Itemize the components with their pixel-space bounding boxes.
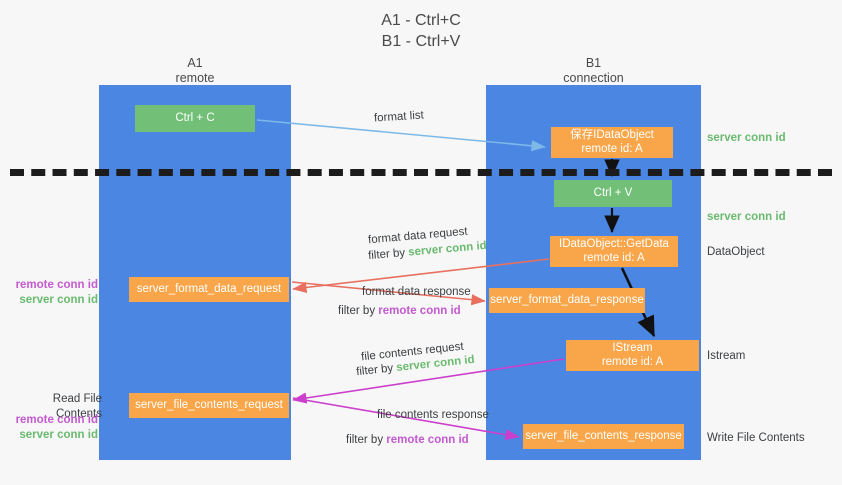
lane-a1-role: remote xyxy=(175,71,215,85)
lane-header-a1: A1 remote xyxy=(99,56,291,86)
node-server-format-data-request[interactable]: server_format_data_request xyxy=(129,277,289,302)
caption-format-data-request-filter-prefix: filter by xyxy=(367,246,409,263)
annotation-server-conn-id-a: server conn id xyxy=(19,294,98,306)
node-ctrl-c[interactable]: Ctrl + C xyxy=(135,105,255,132)
node-idataobject-getdata[interactable]: IDataObject::GetData remote id: A xyxy=(550,236,678,267)
caption-format-list: format list xyxy=(374,108,425,126)
node-server-format-data-request-label: server_format_data_request xyxy=(136,282,282,295)
node-server-format-data-response-label: server_format_data_response xyxy=(490,293,644,306)
caption-file-contents-response: file contents response xyxy=(377,408,489,423)
lane-header-b1: B1 connection xyxy=(486,56,701,86)
annotation-conn-ids-lower: remote conn id server conn id xyxy=(6,413,98,443)
annotation-server-conn-id-top-label: server conn id xyxy=(707,132,786,144)
annotation-istream: Istream xyxy=(707,349,745,364)
caption-file-contents-response-text: file contents response xyxy=(377,409,489,421)
caption-format-data-response-text: format data response xyxy=(362,286,471,298)
annotation-remote-conn-id-a: remote conn id xyxy=(15,279,98,291)
node-idataobject-getdata-sub: remote id: A xyxy=(583,251,645,264)
node-server-format-data-response[interactable]: server_format_data_response xyxy=(489,288,645,313)
node-server-file-contents-request[interactable]: server_file_contents_request xyxy=(129,393,289,418)
node-istream[interactable]: IStream remote id: A xyxy=(566,340,699,371)
node-save-idataobject[interactable]: 保存IDataObject remote id: A xyxy=(551,127,673,158)
node-server-file-contents-response[interactable]: server_file_contents_response xyxy=(523,424,684,449)
caption-file-contents-response-filter-value: remote conn id xyxy=(386,434,469,446)
caption-format-data-response-filter-value: remote conn id xyxy=(378,305,461,317)
lane-b1-name: B1 xyxy=(585,56,602,70)
lane-b1-role: connection xyxy=(563,71,624,85)
node-ctrl-v-label: Ctrl + V xyxy=(593,186,633,199)
caption-format-data-response-filter-prefix: filter by xyxy=(338,305,379,317)
annotation-server-conn-id-top: server conn id xyxy=(707,131,786,146)
caption-file-contents-response-filter: filter by remote conn id xyxy=(346,433,469,448)
caption-format-data-response: format data response xyxy=(362,285,471,300)
page-title: A1 - Ctrl+C B1 - Ctrl+V xyxy=(0,10,842,52)
node-istream-label: IStream xyxy=(612,342,653,354)
lane-a1-name: A1 xyxy=(187,56,203,70)
node-ctrl-c-label: Ctrl + C xyxy=(175,111,215,124)
node-idataobject-getdata-label: IDataObject::GetData xyxy=(559,238,669,250)
node-ctrl-v[interactable]: Ctrl + V xyxy=(554,180,672,207)
caption-format-list-text: format list xyxy=(373,109,425,125)
title-line-1: A1 - Ctrl+C xyxy=(381,12,461,29)
annotation-dataobject: DataObject xyxy=(707,245,765,260)
annotation-write-file-contents: Write File Contents xyxy=(707,431,805,446)
annotation-write-file-contents-label: Write File Contents xyxy=(707,432,805,444)
annotation-read-file-contents: Read File Contents xyxy=(6,392,102,422)
annotation-server-conn-id-mid: server conn id xyxy=(707,210,786,225)
node-server-file-contents-response-label: server_file_contents_response xyxy=(525,429,682,442)
title-line-2: B1 - Ctrl+V xyxy=(381,33,461,50)
annotation-istream-label: Istream xyxy=(707,350,746,362)
annotation-server-conn-id-b: server conn id xyxy=(19,429,98,441)
annotation-dataobject-label: DataObject xyxy=(707,246,765,258)
node-istream-sub: remote id: A xyxy=(601,355,664,368)
node-save-idataobject-label: 保存IDataObject xyxy=(570,129,654,141)
node-server-file-contents-request-label: server_file_contents_request xyxy=(135,398,283,411)
annotation-read-file-contents-label: Read File Contents xyxy=(52,393,102,420)
caption-file-contents-response-filter-prefix: filter by xyxy=(346,434,387,446)
annotation-conn-ids-upper: remote conn id server conn id xyxy=(6,278,98,308)
node-save-idataobject-sub: remote id: A xyxy=(581,142,643,155)
caption-file-contents-request-filter-prefix: filter by xyxy=(355,362,397,379)
caption-format-data-response-filter: filter by remote conn id xyxy=(338,304,461,319)
annotation-server-conn-id-mid-label: server conn id xyxy=(707,211,786,223)
phase-divider xyxy=(10,169,832,176)
annotation-remote-conn-id-b: remote conn id xyxy=(15,414,98,426)
